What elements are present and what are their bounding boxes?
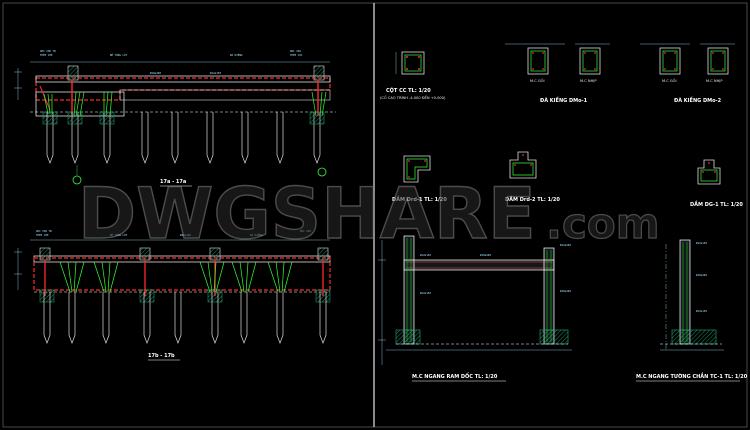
svg-text:Ø12a150: Ø12a150	[696, 308, 707, 313]
dmo2-sub2: M.C NHỊP	[706, 79, 723, 83]
svg-text:ĐÀ KIỀNG: ĐÀ KIỀNG	[250, 232, 263, 237]
pile	[211, 292, 219, 344]
svg-text:Ø10a200: Ø10a200	[180, 232, 191, 237]
pile	[171, 112, 179, 164]
pile	[174, 292, 182, 344]
watermark-suffix: .com	[546, 199, 659, 248]
svg-text:Ø10a200: Ø10a200	[696, 272, 707, 277]
svg-text:Ø10a200: Ø10a200	[560, 288, 571, 293]
pile	[141, 112, 149, 164]
pile	[241, 112, 249, 164]
svg-text:Ø12a150: Ø12a150	[210, 70, 221, 75]
pile	[143, 292, 151, 344]
pile	[68, 292, 76, 344]
pile	[46, 112, 54, 164]
tie-beam-dmo2-detail: M.C GỐI M.C NHỊP ĐÀ KIỀNG DMo-2	[640, 43, 735, 104]
pile	[240, 292, 248, 344]
dmo1-label: ĐÀ KIỀNG DMo-1	[540, 95, 588, 104]
svg-text:Ø10a200: Ø10a200	[150, 70, 161, 75]
svg-text:Ø12a150: Ø12a150	[696, 240, 707, 245]
watermark: DWGSHARE .com	[77, 172, 660, 255]
beam-drd2-detail: DẦM Drd-2 TL: 1/20	[505, 151, 560, 203]
svg-text:BÊ TÔNG LÓT: BÊ TÔNG LÓT	[110, 232, 128, 237]
svg-text:Ø12a150: Ø12a150	[420, 252, 431, 257]
dmo1-sub2: M.C NHỊP	[580, 79, 597, 83]
watermark-main: DWGSHARE	[78, 173, 536, 255]
dmo2-label: ĐÀ KIỀNG DMo-2	[674, 95, 722, 104]
svg-text:THÉP CỌC: THÉP CỌC	[290, 52, 303, 57]
pile	[206, 112, 214, 164]
dmo1-sub1: M.C GỐI	[530, 78, 545, 83]
pile	[102, 292, 110, 344]
column-cc-note: (CỐ CAO TRÌNH -4.000 ĐẾN +0.000)	[380, 94, 446, 100]
svg-text:MÁC 250: MÁC 250	[290, 48, 301, 53]
dmo2-sub1: M.C GỐI	[662, 78, 677, 83]
section-b-label: 17b - 17b	[148, 353, 175, 359]
svg-text:THÉP CHỜ: THÉP CHỜ	[40, 52, 53, 57]
retaining-wall-label: M.C NGANG TƯỜNG CHẮN TC-1 TL: 1/20	[636, 372, 748, 380]
beam-dg1-label: DẦM DG-1 TL: 1/20	[690, 199, 743, 208]
beam-dg1-detail: DẦM DG-1 TL: 1/20	[690, 159, 743, 208]
svg-text:Ø12a150: Ø12a150	[420, 290, 431, 295]
beam-drd1-detail: DẦM Drd-1 TL: 1/20	[392, 155, 447, 203]
pile-cap-section-17a: GHI CHÚ TN THÉP CHỜ BÊ TÔNG LÓT ĐÀ KIỀNG…	[14, 48, 336, 187]
beam-drd1-label: DẦM Drd-1 TL: 1/20	[392, 194, 447, 203]
pile	[276, 292, 284, 344]
svg-text:THÉP CHỜ: THÉP CHỜ	[36, 232, 49, 237]
svg-text:Ø12a200: Ø12a200	[560, 242, 571, 247]
svg-text:Ø10a200: Ø10a200	[480, 252, 491, 257]
pile	[319, 292, 327, 344]
svg-text:GHI CHÚ TN: GHI CHÚ TN	[40, 48, 56, 53]
pile	[313, 112, 321, 164]
retaining-wall-section: Ø12a150 Ø10a200 Ø12a150 M.C NGANG TƯỜNG …	[636, 239, 748, 382]
ramp-section-label: M.C NGANG RAM DỐC TL: 1/20	[412, 372, 498, 380]
ramp-cross-section: Ø12a150 Ø10a200 Ø12a200 Ø10a200 Ø12a150 …	[378, 235, 572, 382]
pile-cap-section-17b: GHI CHÚ TN THÉP CHỜ BÊ TÔNG LÓT Ø10a200 …	[14, 228, 331, 361]
tie-beam-dmo1-detail: M.C GỐI M.C NHỊP ĐÀ KIỀNG DMo-1	[505, 43, 610, 104]
pile	[276, 112, 284, 164]
pile	[103, 112, 111, 164]
column-cc-detail: CỘT CC TL: 1/20 (CỐ CAO TRÌNH -4.000 ĐẾN…	[380, 51, 446, 100]
svg-text:MÁC 250: MÁC 250	[300, 228, 311, 233]
column-cc-label: CỘT CC TL: 1/20	[386, 87, 431, 94]
svg-text:GHI CHÚ TN: GHI CHÚ TN	[36, 228, 52, 233]
svg-text:ĐÀ KIỀNG: ĐÀ KIỀNG	[230, 52, 243, 57]
pile	[71, 112, 79, 164]
pile	[43, 292, 51, 344]
beam-drd2-label: DẦM Drd-2 TL: 1/20	[505, 194, 560, 203]
section-a-label: 17a - 17a	[160, 179, 186, 185]
svg-text:BÊ TÔNG LÓT: BÊ TÔNG LÓT	[110, 52, 128, 57]
